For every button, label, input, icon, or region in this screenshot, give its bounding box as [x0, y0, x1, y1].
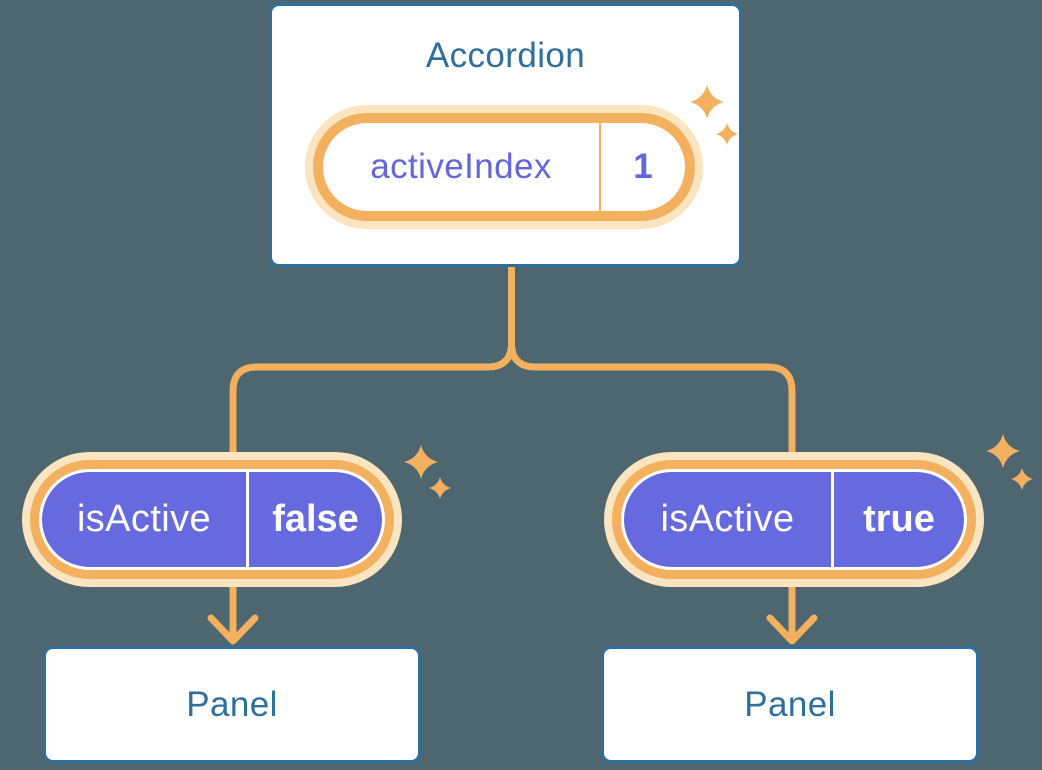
prop-pill-label: isActive [76, 498, 212, 540]
prop-pill-isactive-true: isActive true [621, 469, 967, 570]
arrow-head-right [766, 614, 818, 645]
prop-pill-value: true [863, 498, 935, 540]
state-pill-value: 1 [633, 147, 653, 186]
sparkle-icon [690, 85, 738, 145]
branch-line-left [229, 260, 515, 458]
prop-pill-label: isActive [660, 498, 795, 540]
branch-line-right [508, 260, 796, 458]
panel-title: Panel [744, 684, 836, 724]
panel-card-right: Panel [601, 646, 979, 763]
state-pill-label: activeIndex [370, 147, 552, 186]
accordion-title: Accordion [425, 36, 586, 75]
panel-card-left: Panel [43, 646, 421, 763]
panel-title: Panel [186, 684, 278, 724]
prop-pill-value: false [272, 498, 359, 540]
prop-pill-divider [246, 472, 249, 567]
state-pill-divider [599, 123, 601, 211]
sparkle-icon [986, 434, 1033, 490]
arrow-head-left [207, 614, 259, 645]
state-pill-activeindex: activeIndex 1 [313, 113, 695, 221]
sparkle-icon [404, 445, 451, 499]
prop-pill-divider [831, 472, 834, 567]
prop-pill-isactive-false: isActive false [39, 469, 385, 570]
